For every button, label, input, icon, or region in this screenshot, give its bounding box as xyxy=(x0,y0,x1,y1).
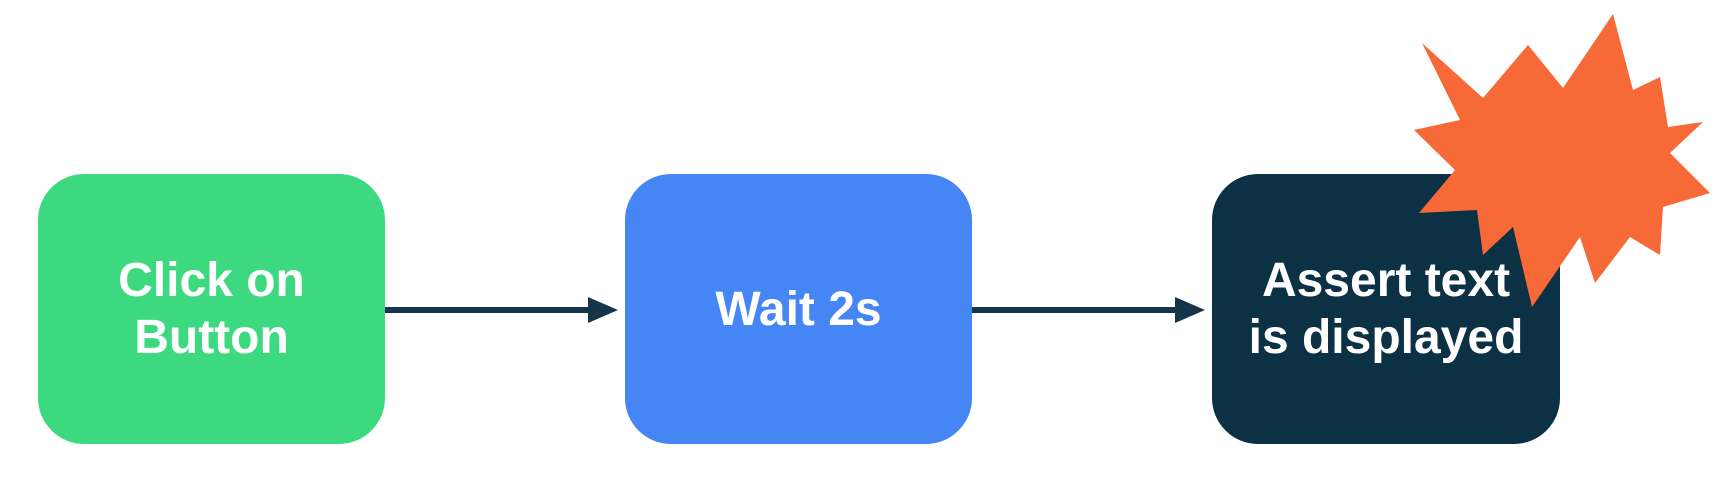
node-label-line: is displayed xyxy=(1248,311,1524,364)
starburst-shape xyxy=(1414,14,1710,307)
flow-node-click-on-button: Click on Button xyxy=(38,174,385,444)
node-label-line: Assert text xyxy=(1261,254,1511,307)
node-label-line: Wait 2s xyxy=(715,282,882,336)
explosion-starburst-icon xyxy=(1414,14,1710,307)
arrow-head-icon xyxy=(1175,297,1205,323)
flow-node-wait-2s: Wait 2s xyxy=(625,174,972,444)
arrow-connector-1 xyxy=(385,297,618,323)
arrow-connector-2 xyxy=(972,297,1205,323)
node-label-line: Button xyxy=(134,311,289,364)
node-label-line: Click on xyxy=(118,254,305,307)
arrow-head-icon xyxy=(588,297,618,323)
